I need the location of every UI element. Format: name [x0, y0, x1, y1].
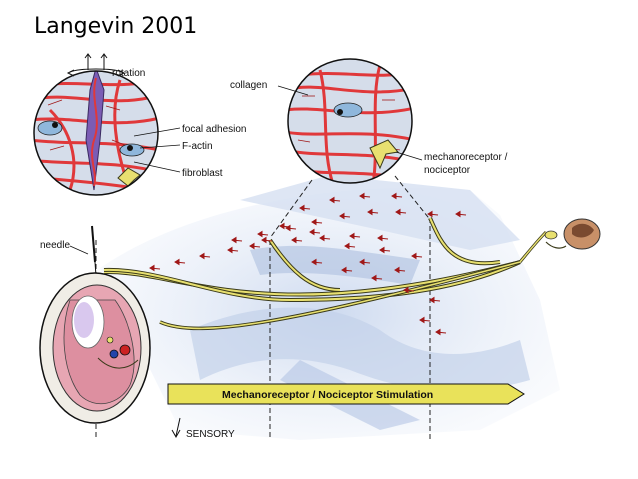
- signal-arrow-head: [403, 286, 409, 294]
- spinal-cord: [544, 218, 601, 250]
- limb-cross-section: [39, 272, 151, 424]
- signal-arrow-head: [359, 192, 365, 200]
- signal-arrow-head: [377, 234, 383, 242]
- signal-arrow-head: [435, 328, 441, 336]
- signal-arrow-head: [199, 252, 205, 260]
- label-needle: needle: [40, 240, 70, 251]
- signal-arrow-head: [359, 258, 365, 266]
- signal-arrow-head: [429, 296, 435, 304]
- slide-title: Langevin 2001: [34, 14, 198, 39]
- signal-arrow-head: [249, 242, 255, 250]
- label-focal-adhesion: focal adhesion: [182, 124, 247, 135]
- signal-arrow-head: [299, 204, 305, 212]
- label-fibroblast: fibroblast: [182, 168, 223, 179]
- signal-arrow-head: [309, 228, 315, 236]
- label-mechanoreceptor: mechanoreceptor /: [424, 152, 508, 163]
- signal-arrow-head: [227, 246, 233, 254]
- signal-arrow-head: [395, 208, 401, 216]
- stimulation-band: Mechanoreceptor / Nociceptor Stimulation: [167, 383, 525, 405]
- signal-arrow-head: [419, 316, 425, 324]
- signal-arrow-head: [367, 208, 373, 216]
- signal-arrow-head: [344, 242, 350, 250]
- label-sensory: SENSORY: [186, 429, 235, 440]
- signal-arrow-head: [149, 264, 155, 272]
- tissue-magnified-circle: [287, 58, 413, 184]
- signal-arrow-head: [349, 232, 355, 240]
- signal-arrow-head: [279, 222, 285, 230]
- signal-arrow-head: [455, 210, 461, 218]
- signal-arrows: [149, 192, 467, 336]
- label-rotation: rotation: [112, 68, 145, 79]
- signal-arrow-head: [291, 236, 297, 244]
- sensory-annotation: SENSORY: [171, 417, 235, 440]
- label-f-actin: F-actin: [182, 141, 213, 152]
- leader-lines: [69, 85, 423, 255]
- signal-arrow-head: [411, 252, 417, 260]
- signal-arrow-head: [341, 266, 347, 274]
- label-nociceptor: nociceptor: [424, 165, 471, 176]
- signal-arrow-head: [311, 218, 317, 226]
- needle-magnified-circle: [33, 53, 159, 196]
- signal-arrow-head: [261, 236, 267, 244]
- signal-arrow-head: [257, 230, 263, 238]
- signal-arrow-head: [174, 258, 180, 266]
- signal-arrow-head: [391, 192, 397, 200]
- signal-arrow-head: [371, 274, 377, 282]
- signal-arrow-head: [231, 236, 237, 244]
- signal-arrow-head: [311, 258, 317, 266]
- stimulation-label: Mechanoreceptor / Nociceptor Stimulation: [222, 389, 433, 401]
- signal-arrow-head: [339, 212, 345, 220]
- signal-arrow-head: [319, 234, 325, 242]
- signal-arrow-head: [394, 266, 400, 274]
- signal-arrow-head: [379, 246, 385, 254]
- nerve-fibres: [103, 217, 548, 331]
- label-collagen: collagen: [230, 80, 267, 91]
- signal-arrow-head: [329, 196, 335, 204]
- connective-tissue-background: [100, 175, 560, 440]
- signal-arrow-head: [427, 210, 433, 218]
